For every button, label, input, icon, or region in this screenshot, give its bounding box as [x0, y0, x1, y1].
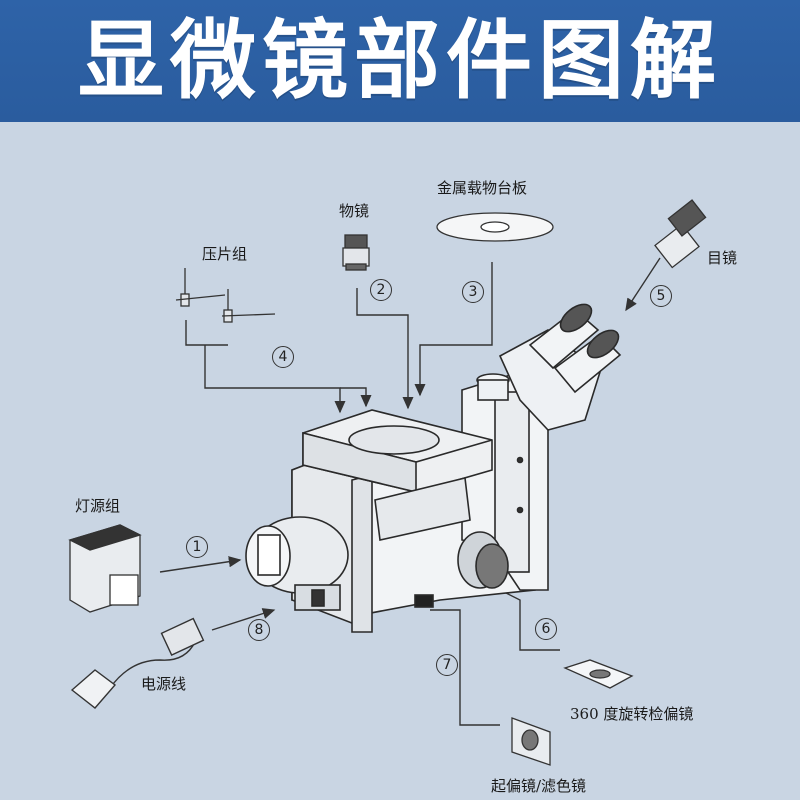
objective-part: [342, 234, 370, 271]
callout-6: 6: [535, 618, 557, 640]
title-banner: 显微镜部件图解: [0, 0, 800, 122]
label-clamp-set: 压片组: [202, 245, 248, 263]
microscope-body: [245, 303, 622, 633]
power-cord-part: [70, 617, 205, 709]
analyzer-part: [563, 659, 634, 689]
label-eyepiece: 目镜: [707, 249, 738, 267]
callout-4: 4: [272, 346, 294, 368]
label-polarizer-filter: 起偏镜/滤色镜: [491, 777, 587, 795]
leader-lines: [159, 257, 661, 726]
callout-3: 3: [462, 281, 484, 303]
label-rotating-analyzer: 360 度旋转检偏镜: [570, 705, 694, 723]
callout-2: 2: [370, 279, 392, 301]
clamp-parts: [175, 268, 276, 323]
eyepiece-part: [654, 199, 707, 269]
label-lamp-set: 灯源组: [75, 497, 121, 515]
polarizer-part: [511, 717, 551, 766]
callout-8: 8: [248, 619, 270, 641]
lamp-set-part: [68, 524, 142, 613]
label-objective: 物镜: [339, 202, 370, 220]
label-power-cord: 电源线: [141, 675, 187, 693]
label-stage-plate: 金属载物台板: [437, 179, 528, 197]
callout-1: 1: [186, 536, 208, 558]
callout-7: 7: [436, 654, 458, 676]
page-title: 显微镜部件图解: [78, 11, 722, 111]
stage-plate-part: [436, 212, 554, 242]
microscope-diagram: [68, 199, 707, 766]
callout-5: 5: [650, 285, 672, 307]
